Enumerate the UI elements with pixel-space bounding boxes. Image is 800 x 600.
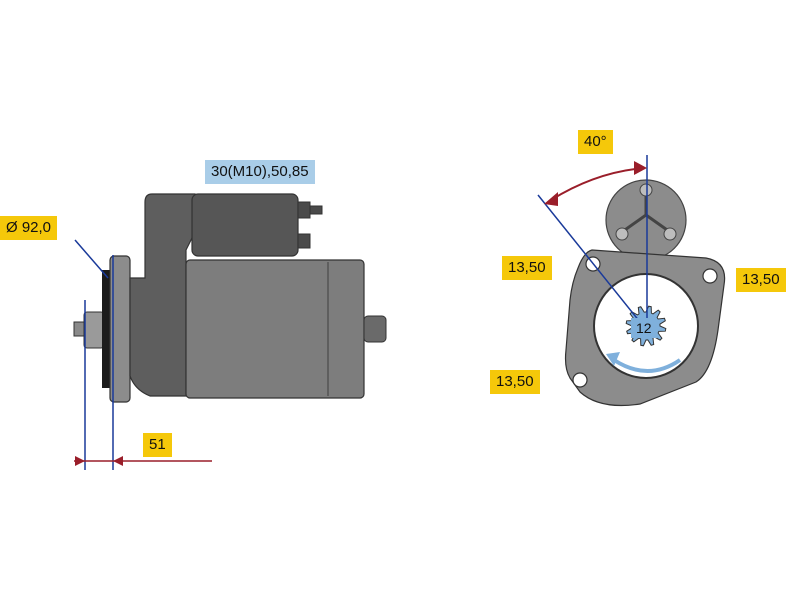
hole-label-bottom-left: 13,50 <box>490 370 540 394</box>
gasket <box>102 270 110 388</box>
terminal-lower <box>297 233 311 249</box>
diameter-leader <box>74 239 109 279</box>
rotation-arrow <box>612 358 682 373</box>
terminal-upper <box>297 201 311 219</box>
solenoid <box>191 193 299 257</box>
angle-label: 40° <box>578 130 613 154</box>
connection-label: 30(M10),50,85 <box>205 160 315 184</box>
pinion-gear <box>83 311 105 349</box>
arrowhead-left <box>75 456 85 466</box>
teeth-count-label: 12 <box>631 318 657 338</box>
hole-label-top-left: 13,50 <box>502 256 552 280</box>
bolt-hole-right <box>702 268 718 284</box>
angle-arrowhead-right <box>634 161 647 175</box>
end-cap-bolt <box>363 315 387 343</box>
angle-arc <box>550 167 645 201</box>
offset-label: 51 <box>143 433 172 457</box>
arrowhead-right <box>113 456 123 466</box>
drive-housing <box>129 193 196 397</box>
front-view <box>537 155 726 407</box>
motor-body <box>185 259 365 399</box>
hole-label-right: 13,50 <box>736 268 786 292</box>
rotation-arrowhead <box>606 352 620 366</box>
terminal-upper-tip <box>309 205 323 215</box>
bolt-hole-bottom-left <box>572 372 588 388</box>
side-view <box>73 193 387 470</box>
diameter-label: Ø 92,0 <box>0 216 58 240</box>
angle-arrowhead-left <box>544 192 558 206</box>
angle-axis-line <box>537 194 641 323</box>
